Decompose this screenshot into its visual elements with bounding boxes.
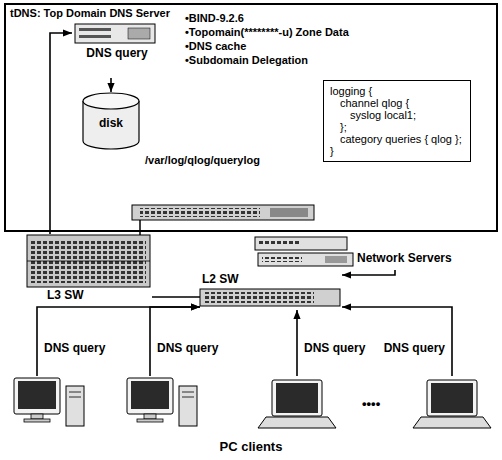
config-box: logging {channel qlog {syslog local1;};c… [323,80,471,162]
connector [152,296,200,298]
group-label: PC clients [220,439,283,454]
switch-label: L2 SW [202,272,239,286]
connector [342,270,395,275]
desktop-pc-icon-part [31,414,43,419]
desktop-pc-icon-part [182,397,194,398]
desktop-pc-icon-part [18,381,56,409]
switch-icon-part [139,220,141,235]
server-icon-part [79,28,111,31]
server-icon [75,24,155,43]
desktop-pc-icon [14,378,84,426]
laptop-icon-part [258,417,336,428]
config-line: logging { [330,85,462,97]
l3-switch: L3 SW [25,234,152,303]
laptop-icon-part [413,417,491,428]
disk-label: disk [99,116,123,130]
edge-label: DNS query [383,341,446,355]
switch-icon-part [270,208,308,217]
desktop-pc-icon-part [24,419,50,422]
l3-switch-icon-part [27,261,150,262]
server-icon-part [128,28,150,39]
connector [296,310,298,376]
desktop-pc-icon-part [127,378,173,414]
l2-switch-icon [200,289,340,306]
config-line: syslog local1; [350,109,462,121]
region-title: tDNS: Top Domain DNS Server [10,7,170,19]
spec-item: •Subdomain Delegation [185,54,308,66]
server-icon-part [79,35,111,38]
edge-label: DNS query [43,341,106,355]
laptop-icon [258,380,336,428]
config-line: } [330,145,462,157]
ellipsis-dots: •••• [362,396,380,411]
laptop-icon-part [427,380,477,416]
network-servers: Network Servers [252,234,462,270]
network-server-icon-part [259,241,299,246]
switch-label: L3 SW [47,288,84,302]
edge-label: DNS query [303,341,366,355]
desktop-pc-icon-part [69,392,81,393]
network-server-icon-part [258,253,353,266]
connector [50,33,72,234]
laptop-icon-part [272,380,322,416]
l3-switch-icon [27,235,150,287]
desktop-pc-icon-part [131,381,169,409]
client-group: PC clients [5,376,497,458]
cylinder-top [83,93,139,109]
l3-switch-icon-part [27,235,150,287]
disk-cylinder: disk [82,92,140,150]
network-server-icon-part [325,256,347,263]
connector [110,78,112,92]
server-icon-part [75,24,155,43]
desktop-pc-icon-part [144,414,156,419]
spec-item: •Topomain(********-u) Zone Data [185,26,349,38]
laptop-icon-part [431,383,473,413]
desktop-pc-icon-part [179,386,197,426]
server-label: Network Servers [357,251,452,265]
l2-switch-icon-part [204,292,314,303]
desktop-pc-icon-part [137,419,163,422]
spec-item: •BIND-9.2.6 [185,12,244,24]
l2-switch: L2 SW [200,272,342,310]
switch-icon-part [140,208,260,217]
edge-label: DNS query [156,341,219,355]
server-label: DNS query [86,46,147,60]
server-node: DNS query [72,22,162,78]
config-line: channel qlog { [340,97,462,109]
laptop-icon [413,380,491,428]
laptop-icon-part [276,383,318,413]
l2-switch-icon-part [200,289,340,306]
spec-item: •DNS cache [185,40,246,52]
file-path: /var/log/qlog/querylog [145,154,260,166]
network-server-icon-part [262,257,302,262]
desktop-pc-icon [127,378,197,426]
desktop-pc-icon-part [66,386,84,426]
network-server-icon [255,237,353,266]
switch-icon-part [132,205,314,220]
config-line: category queries { qlog }; [340,133,462,145]
desktop-pc-icon-part [69,397,81,398]
desktop-pc-icon-part [14,378,60,414]
network-server-icon-part [255,237,347,250]
config-line: }; [340,121,462,133]
desktop-pc-icon-part [182,392,194,393]
